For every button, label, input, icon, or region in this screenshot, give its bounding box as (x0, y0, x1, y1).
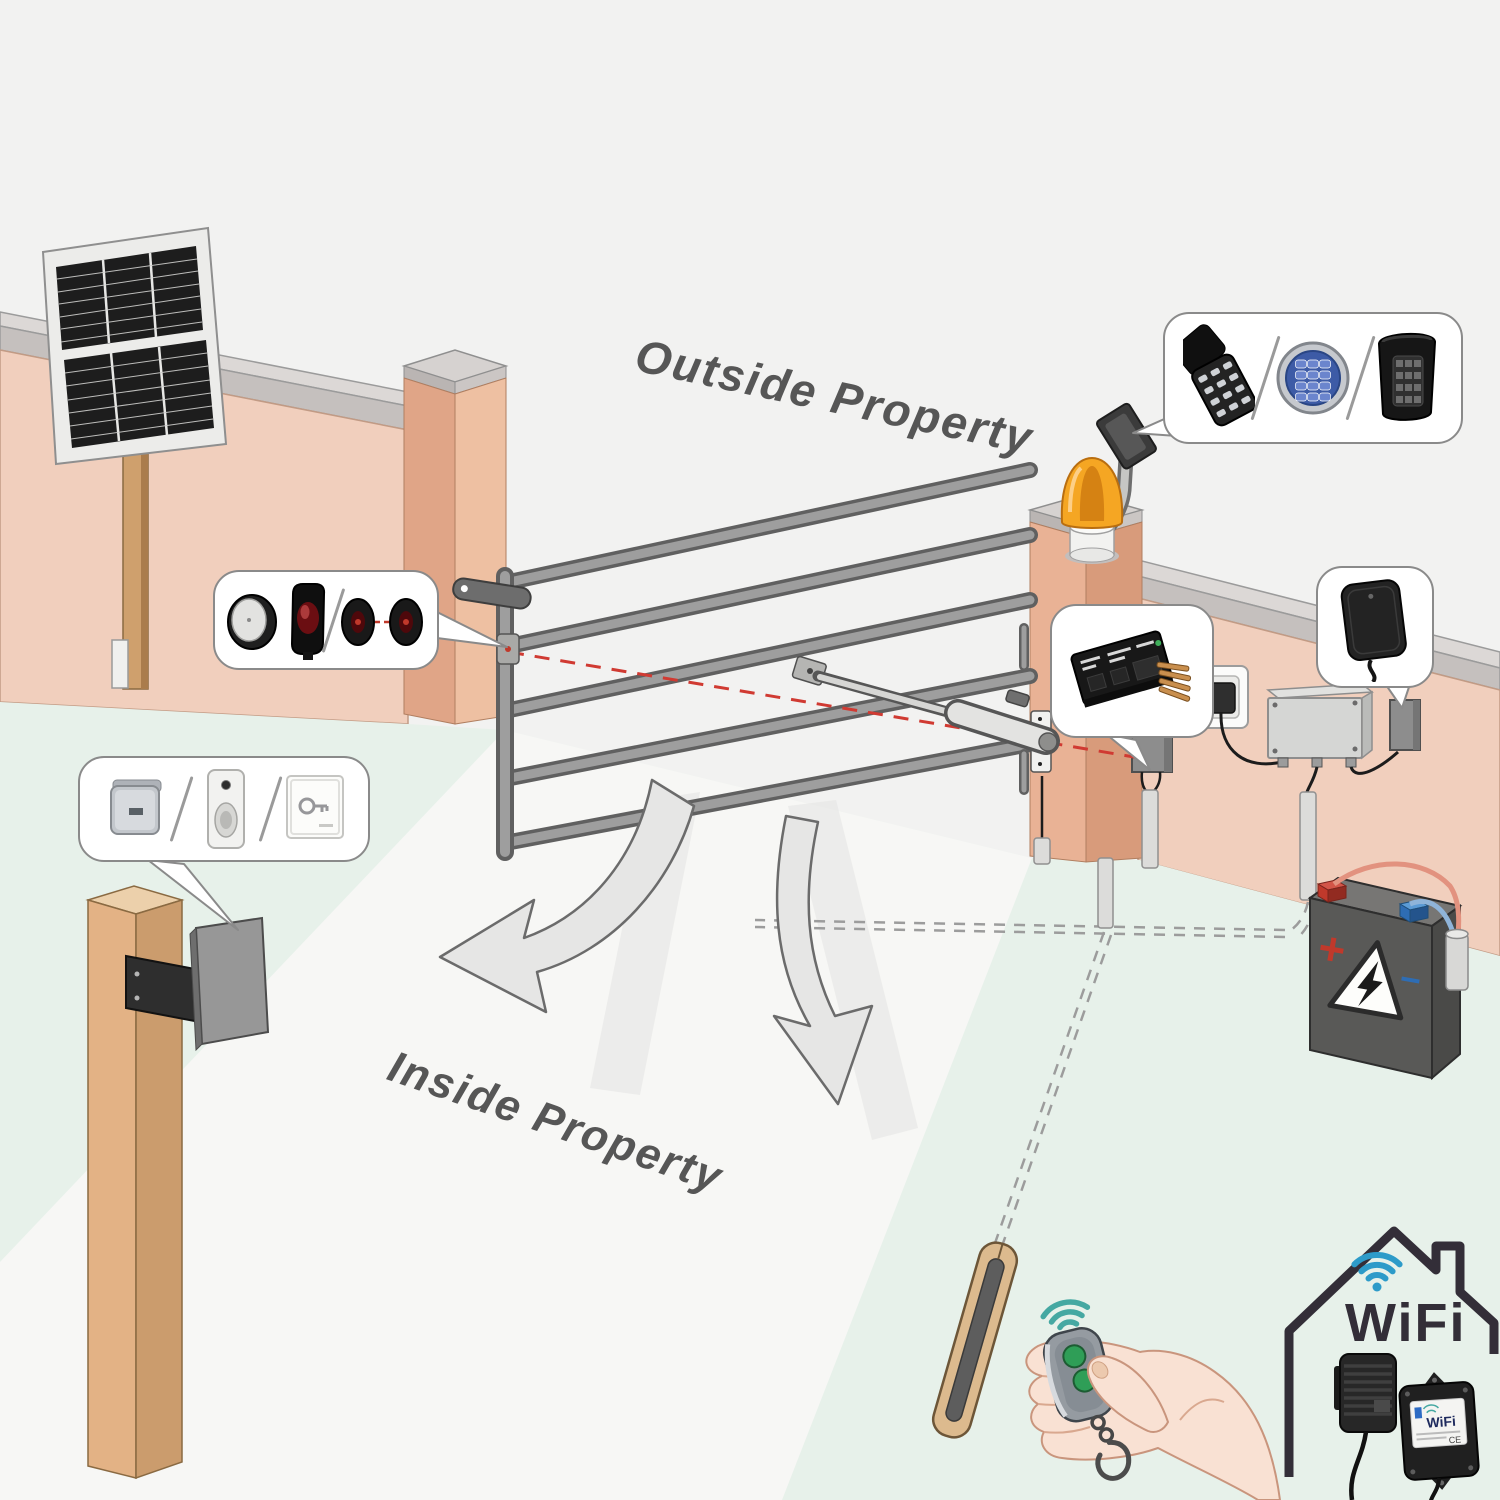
power-adapter (1334, 1353, 1397, 1500)
photocell-beam-pair-icon (341, 598, 423, 646)
callout-entry-devices (78, 756, 370, 862)
conduit (1445, 933, 1469, 991)
wifi-house (1284, 1226, 1499, 1477)
wifi-module-label: WiFi (1426, 1413, 1456, 1431)
ce-mark: CE (1448, 1434, 1461, 1445)
remote-signal (1040, 1299, 1091, 1331)
gate-photocell (496, 633, 520, 665)
solar-panel-assembly (41, 226, 228, 690)
house-wifi-icon (1351, 1252, 1403, 1292)
gate-swing-shadow (788, 800, 918, 1140)
gate-swing-shadow (590, 792, 700, 1095)
battery-cable-blue (1409, 899, 1457, 937)
callout-receiver (1316, 566, 1434, 688)
remote-button (1062, 1344, 1087, 1369)
reflective-photocell-icon (290, 583, 326, 660)
divider (169, 776, 194, 842)
callout-access-controls (1163, 312, 1463, 444)
gate-actuator (791, 655, 1060, 755)
antenna (931, 1241, 1019, 1439)
backup-battery: + − (1307, 861, 1469, 1081)
remote-control (1042, 1327, 1132, 1481)
battery-cable-red (1332, 861, 1462, 935)
video-intercom-icon (207, 769, 245, 849)
house-outline (1284, 1226, 1499, 1477)
flip-cover-keypad-icon (1183, 324, 1256, 427)
conduit (1033, 837, 1051, 865)
gate-swing-arrows (438, 778, 874, 1106)
swing-gate (496, 462, 1038, 861)
entry-device (194, 916, 270, 1046)
module-label (1409, 1397, 1468, 1449)
metal-push-button-icon (110, 779, 162, 835)
callout-control-board (1050, 604, 1214, 738)
conduit (1141, 789, 1159, 869)
beacon-light (1060, 456, 1124, 564)
exit-key-button-icon (286, 775, 344, 839)
keypad-mount (1096, 402, 1157, 470)
hooded-keypad-icon (1377, 332, 1436, 421)
arrow-left (438, 778, 696, 1014)
thumbnail (1091, 1361, 1109, 1379)
wifi-wordmark: WiFi (1345, 1293, 1467, 1353)
divider (258, 776, 283, 842)
driveway (0, 730, 1032, 1500)
thumb (1086, 1355, 1170, 1433)
inside-ground (0, 702, 1500, 1500)
arrow-right (772, 814, 874, 1106)
reflector-disc-icon (227, 594, 277, 650)
callout-photocells (213, 570, 439, 670)
intercom-post (85, 885, 270, 1480)
round-blue-keypad-icon (1276, 341, 1350, 415)
battery-terminal-positive (1316, 879, 1348, 903)
control-pcb-icon (1070, 630, 1192, 708)
receiver-box-icon (1340, 579, 1407, 682)
conduit (1299, 791, 1317, 901)
conduit (1097, 857, 1114, 929)
junction-box (1266, 683, 1399, 901)
wifi-module: WiFi CE (1398, 1372, 1480, 1500)
gate-lock (452, 577, 532, 610)
battery-warning-triangle (1327, 940, 1404, 1021)
